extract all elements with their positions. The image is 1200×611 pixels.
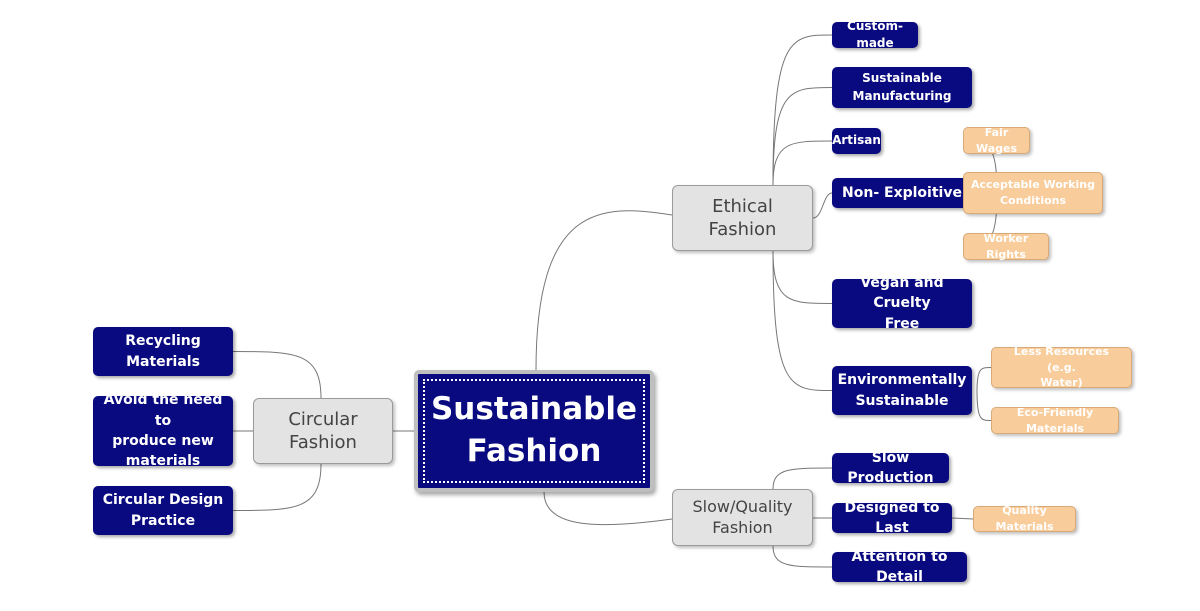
central-topic-sustainable-fashion[interactable]: Sustainable Fashion <box>414 370 654 492</box>
detail-less-resources[interactable]: Less Resources (e.g. Water) <box>991 345 1132 389</box>
subtopic-artisan[interactable]: Artisan <box>832 128 881 154</box>
topic-circular-fashion[interactable]: Circular Fashion <box>253 398 393 464</box>
link-circular-design <box>232 463 322 511</box>
link-circular-recycling <box>232 351 322 399</box>
detail-worker-rights[interactable]: Worker Rights <box>963 232 1049 261</box>
subtopic-recycling-materials[interactable]: Recycling Materials <box>93 327 233 376</box>
subtopic-environmentally-sustainable[interactable]: Environmentally Sustainable <box>832 366 972 415</box>
subtopic-designed-to-last[interactable]: Designed to Last <box>832 500 952 536</box>
link-ethical-low-1 <box>772 250 833 391</box>
link-ethical-0 <box>772 34 833 186</box>
link-root-ethical <box>535 210 673 371</box>
subtopic-custom-made[interactable]: Custom-made <box>832 19 918 50</box>
central-topic-label: Sustainable Fashion <box>430 391 638 469</box>
subtopic-vegan-cruelty-free[interactable]: Vegan and Cruelty Free <box>832 275 972 332</box>
subtopic-attention-to-detail[interactable]: Attention to Detail <box>832 549 967 585</box>
link-ethical-1 <box>772 87 833 186</box>
subtopic-avoid-new-materials[interactable]: Avoid the need to produce new materials <box>93 392 233 469</box>
link-env-eco <box>976 390 992 421</box>
detail-fair-wages[interactable]: Fair Wages <box>963 126 1030 155</box>
detail-eco-friendly-materials[interactable]: Eco-Friendly Materials <box>991 406 1119 435</box>
subtopic-sustainable-manufacturing[interactable]: Sustainable Manufacturing <box>832 67 972 108</box>
link-ethical-2 <box>772 140 833 186</box>
subtopic-circular-design-practice[interactable]: Circular Design Practice <box>93 486 233 535</box>
link-env-less <box>976 367 992 392</box>
subtopic-non-exploitive[interactable]: Non- Exploitive <box>832 178 972 208</box>
topic-ethical-fashion[interactable]: Ethical Fashion <box>672 185 813 251</box>
link-slow-attn <box>772 545 833 568</box>
link-ethical-nonexp <box>812 192 833 219</box>
link-ethical-low-0 <box>772 250 833 304</box>
subtopic-slow-production[interactable]: Slow Production <box>832 450 949 486</box>
topic-slow-quality-fashion[interactable]: Slow/Quality Fashion <box>672 489 813 546</box>
detail-acceptable-working-conditions[interactable]: Acceptable Working Conditions <box>963 172 1103 214</box>
link-slow-prod <box>772 467 833 490</box>
link-root-slow <box>543 491 673 526</box>
detail-quality-materials[interactable]: Quality Materials <box>973 504 1076 533</box>
link-last-quality <box>951 517 974 520</box>
